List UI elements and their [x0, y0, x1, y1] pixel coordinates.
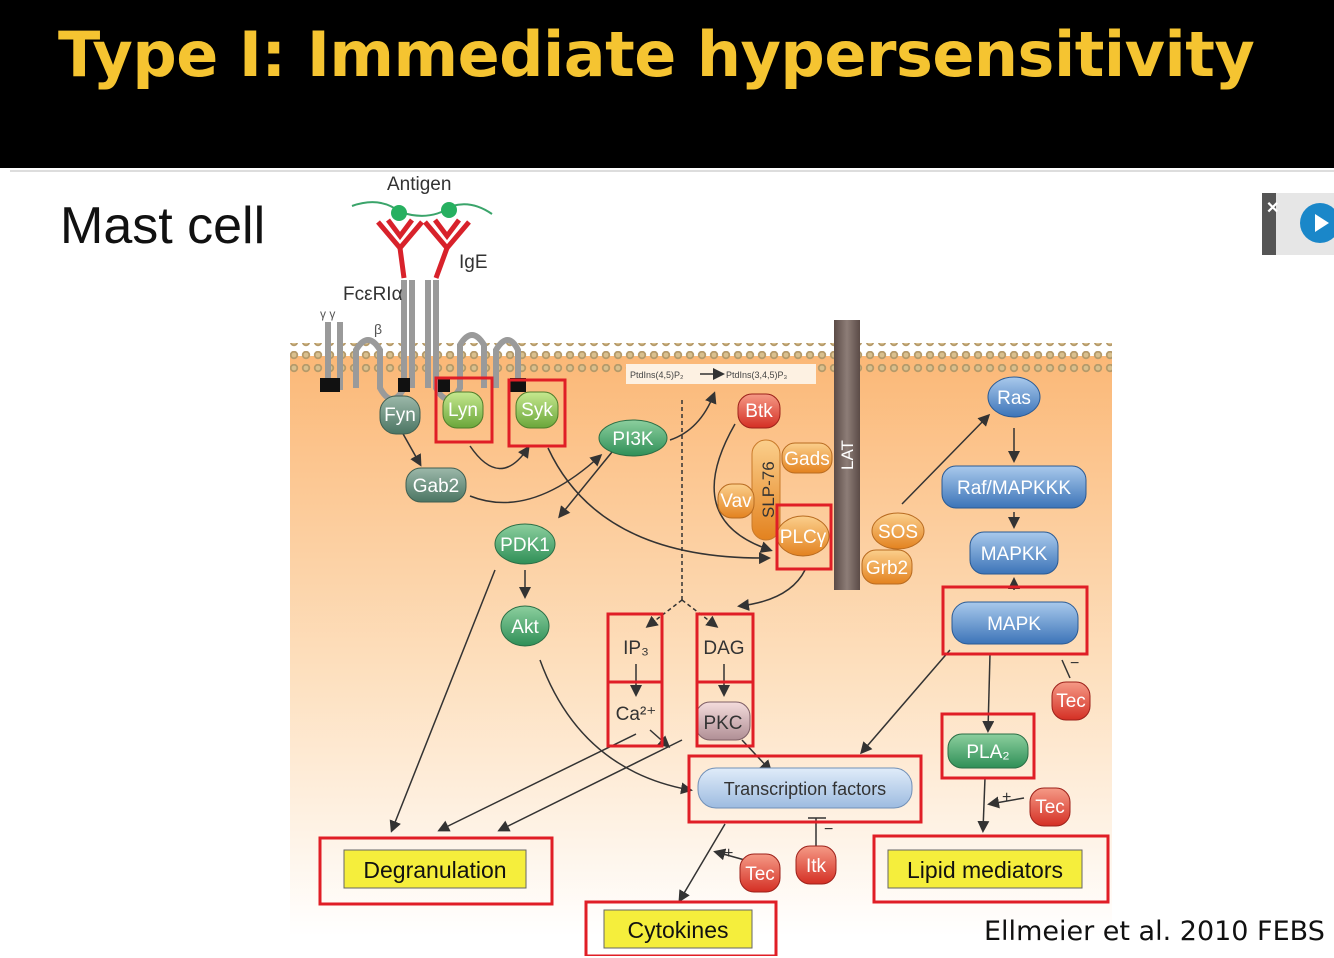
fyn-node [379, 395, 421, 435]
pkc-label: PKC [703, 713, 742, 734]
pla2-node [947, 733, 1029, 769]
ige-antibody [376, 218, 471, 279]
transcription-factors-node [697, 767, 913, 809]
cytokines-node [603, 909, 753, 949]
itk-node [795, 845, 837, 885]
tec-node-1 [1051, 681, 1091, 721]
slide-subtitle: Mast cell [60, 197, 266, 255]
akt-node [500, 605, 550, 647]
lyn-label: Lyn [448, 400, 478, 421]
sign-minus-mapk: − [1070, 655, 1079, 672]
pi3k-node [598, 419, 668, 457]
highlight-boxes [318, 376, 1110, 956]
sign-minus-itk: − [824, 821, 833, 838]
raf-node [941, 465, 1087, 509]
syk-node [515, 391, 559, 429]
cell-interior [290, 356, 1112, 936]
grb2-label: Grb2 [866, 558, 908, 579]
cytokines-label: Cytokines [628, 917, 729, 943]
tec-label-1: Tec [1056, 691, 1086, 712]
slide-title: Type I: Immediate hypersensitivity [58, 18, 1255, 91]
mapk-label: MAPK [987, 614, 1041, 635]
antigen-epitope [441, 202, 457, 218]
sos-node [871, 512, 925, 550]
pla2-label: PLA₂ [966, 742, 1009, 763]
btk-node [737, 393, 781, 429]
play-icon[interactable] [1300, 203, 1334, 243]
ras-node [987, 376, 1041, 418]
antigen-strand [351, 201, 493, 217]
ip3-label: IP₃ [623, 638, 649, 659]
degranulation-node [343, 849, 527, 889]
grb2-node [861, 549, 913, 585]
lat-label: LAT [838, 440, 857, 470]
mapk-node [951, 601, 1079, 645]
gab2-label: Gab2 [413, 476, 459, 497]
lipid-mediators-label: Lipid mediators [907, 857, 1063, 883]
lipid-pip2: PtdIns(4,5)P₂ [630, 370, 684, 380]
beta-label: β [374, 321, 382, 337]
vav-label: Vav [720, 491, 752, 512]
tec-label-3: Tec [745, 864, 775, 885]
lyn-node [442, 391, 484, 429]
gads-label: Gads [784, 449, 829, 470]
citation: Ellmeier et al. 2010 FEBS [984, 916, 1325, 947]
mapkk-label: MAPKK [981, 544, 1048, 565]
antigen-label: Antigen [387, 174, 451, 195]
ca-label: Ca²⁺ [616, 704, 657, 725]
receptor-label: FcεRIα [343, 284, 403, 305]
gab2-node [405, 467, 467, 503]
fyn-label: Fyn [384, 405, 416, 426]
itk-label: Itk [806, 856, 827, 877]
lat-bar [834, 320, 860, 590]
lipid-pip3: PtdIns(3,4,5)P₃ [726, 370, 788, 380]
ige-label: IgE [459, 252, 488, 273]
tec-label-2: Tec [1035, 797, 1065, 818]
btk-label: Btk [745, 401, 773, 422]
sos-label: SOS [878, 522, 918, 543]
sign-plus-tec: + [1002, 789, 1011, 806]
degranulation-label: Degranulation [363, 857, 506, 883]
plc-label: PLCγ [780, 527, 827, 548]
dag-label: DAG [703, 638, 744, 659]
akt-label: Akt [511, 617, 539, 638]
lipid-mediators-node [887, 849, 1083, 889]
pdk1-node [494, 523, 556, 565]
close-icon[interactable]: ✕ [1266, 200, 1280, 217]
vav-node [717, 483, 755, 519]
tec-node-3 [739, 853, 781, 893]
ras-label: Ras [997, 388, 1031, 409]
receptor-itam [320, 378, 526, 392]
mapkk-node [969, 531, 1059, 575]
gads-node [781, 442, 833, 474]
title-bar [0, 0, 1334, 168]
slp76-label: SLP-76 [759, 461, 778, 518]
sign-plus-tec2: + [724, 845, 733, 862]
raf-label: Raf/MAPKKK [957, 478, 1071, 499]
syk-label: Syk [521, 400, 553, 421]
antigen-epitope [391, 205, 407, 221]
pdk1-label: PDK1 [500, 535, 550, 556]
gamma-label: γ γ [320, 307, 335, 321]
transcription-factors-label: Transcription factors [724, 779, 886, 799]
tec-node-2 [1029, 787, 1071, 827]
pi3k-label: PI3K [612, 429, 654, 450]
